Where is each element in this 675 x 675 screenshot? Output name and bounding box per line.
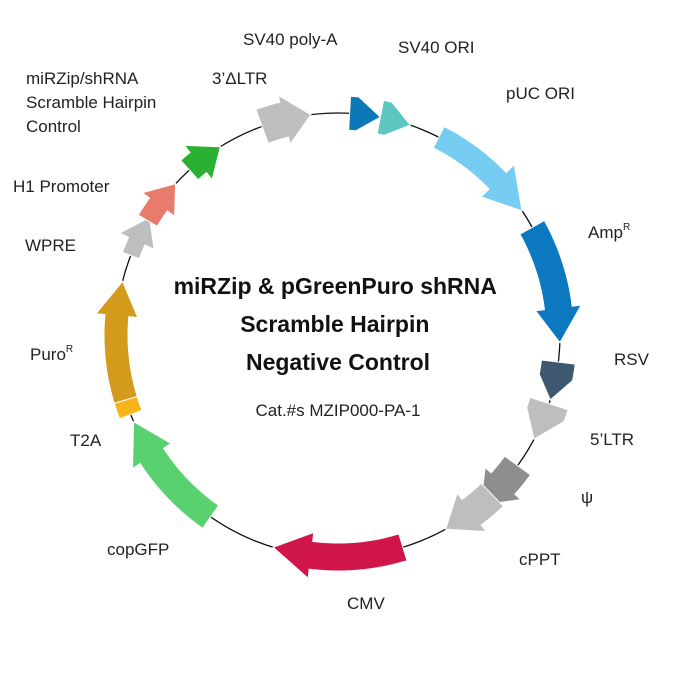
feature-arrow-h1 bbox=[137, 182, 177, 227]
label-puc-ori: pUC ORI bbox=[506, 84, 575, 103]
label-puro: PuroR bbox=[30, 344, 73, 364]
feature-arrow-copgfp bbox=[131, 420, 220, 530]
label-cmv: CMV bbox=[347, 594, 385, 613]
label-mirzip: miRZip/shRNA Scramble Hairpin Control bbox=[26, 69, 161, 136]
feature-arrow-cppt bbox=[444, 482, 505, 533]
label-amp-text: Amp bbox=[588, 223, 623, 242]
feature-arrow-rsv bbox=[538, 359, 576, 401]
label-3ltr: 3’ΔLTR bbox=[212, 69, 267, 88]
feature-arrow-sv40-ori bbox=[376, 99, 412, 136]
label-puro-text: Puro bbox=[30, 345, 66, 364]
feature-arrow-ltr5 bbox=[526, 396, 569, 440]
feature-arrow-amp bbox=[519, 219, 583, 344]
label-mirzip-line3: Control bbox=[26, 117, 81, 136]
label-h1: H1 Promoter bbox=[13, 177, 110, 196]
label-mirzip-line1: miRZip/shRNA bbox=[26, 69, 139, 88]
label-mirzip-line2: Scramble Hairpin bbox=[26, 93, 156, 112]
feature-arrow-sv40-polya bbox=[348, 95, 382, 132]
label-5ltr: 5’LTR bbox=[590, 430, 634, 449]
label-rsv: RSV bbox=[614, 350, 650, 369]
feature-arrow-cmv bbox=[272, 531, 408, 580]
map-title: miRZip & pGreenPuro shRNA Scramble Hairp… bbox=[174, 273, 503, 375]
label-psi: ψ bbox=[581, 488, 593, 507]
label-copgfp: copGFP bbox=[107, 540, 169, 559]
feature-arrow-ltr3 bbox=[255, 94, 312, 146]
catalog-number: Cat.#s MZIP000-PA-1 bbox=[255, 401, 420, 420]
label-sv40-polya: SV40 poly-A bbox=[243, 30, 338, 49]
feature-arrow-puro bbox=[94, 280, 139, 405]
label-wpre: WPRE bbox=[25, 236, 76, 255]
feature-arrow-puc-ori bbox=[432, 125, 523, 212]
title-line-3: Negative Control bbox=[246, 349, 430, 375]
label-t2a: T2A bbox=[70, 431, 102, 450]
title-line-2: Scramble Hairpin bbox=[240, 311, 429, 337]
label-cppt: cPPT bbox=[519, 550, 561, 569]
feature-arrow-mirzip bbox=[180, 144, 222, 181]
label-amp-sup: R bbox=[623, 222, 630, 233]
feature-arrow-wpre bbox=[118, 216, 155, 260]
title-line-1: miRZip & pGreenPuro shRNA bbox=[174, 273, 497, 299]
label-puro-sup: R bbox=[66, 344, 73, 355]
label-amp: AmpR bbox=[588, 222, 630, 242]
label-sv40-ori: SV40 ORI bbox=[398, 38, 475, 57]
